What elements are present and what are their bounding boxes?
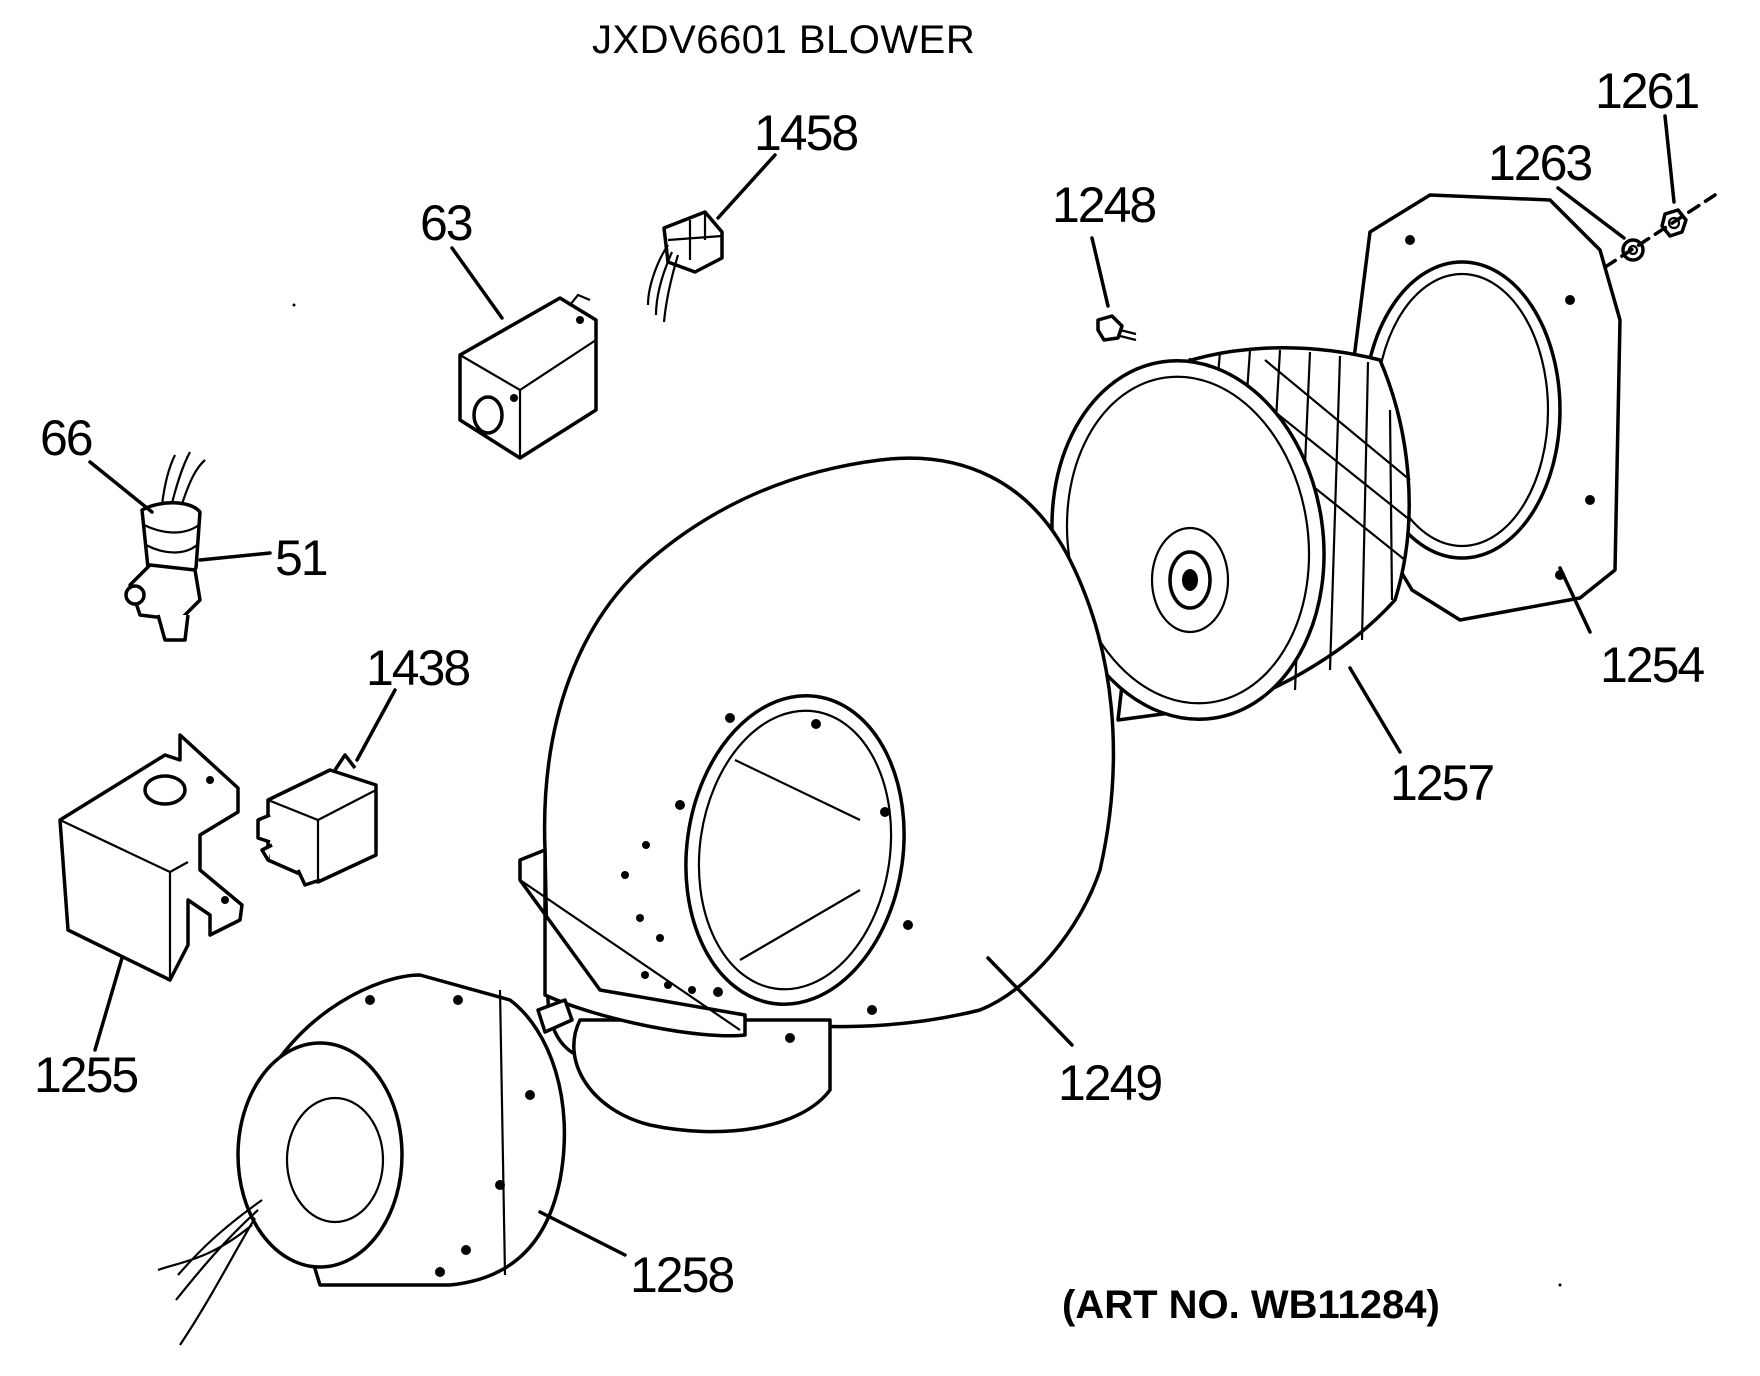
part-1254-mounting-plate xyxy=(1348,193,1622,622)
part-1249-blower-housing xyxy=(518,456,1116,1134)
part-1438-relay xyxy=(256,753,378,887)
callout-1263: 1263 xyxy=(1488,135,1591,191)
callout-1261: 1261 xyxy=(1595,63,1698,119)
part-51-valve xyxy=(124,563,202,642)
part-1458-wire-connector xyxy=(646,210,724,323)
callout-1458: 1458 xyxy=(754,105,857,161)
part-1257-blower-wheel xyxy=(1050,346,1411,722)
diagram-title: JXDV6601 BLOWER xyxy=(592,18,975,62)
callout-1255: 1255 xyxy=(34,1047,137,1103)
part-1255-cover xyxy=(58,733,244,982)
part-63-block xyxy=(458,293,598,460)
callout-66: 66 xyxy=(40,410,92,466)
part-66-coil xyxy=(140,451,206,579)
callout-63: 63 xyxy=(420,195,472,251)
callout-51: 51 xyxy=(275,530,327,586)
callout-1257: 1257 xyxy=(1390,755,1493,811)
callout-1438: 1438 xyxy=(366,640,469,696)
leader-lines xyxy=(88,114,1676,1257)
callout-1249: 1249 xyxy=(1058,1055,1161,1111)
part-1248-screw xyxy=(1096,314,1137,342)
part-1258-motor xyxy=(157,973,574,1346)
callout-1254: 1254 xyxy=(1600,637,1704,693)
art-number: (ART NO. WB11284) xyxy=(1062,1283,1440,1327)
callout-numbers: 1458 63 1248 1261 1263 66 51 1438 1254 1… xyxy=(34,63,1706,1303)
callout-1258: 1258 xyxy=(630,1247,733,1303)
callout-1248: 1248 xyxy=(1052,177,1155,233)
scan-speck xyxy=(1558,1283,1562,1287)
scan-speck xyxy=(292,303,296,307)
